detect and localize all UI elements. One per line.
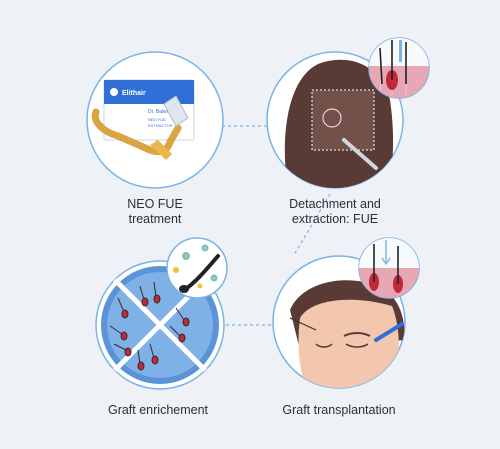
brand-logo-icon	[110, 88, 118, 96]
step4-illustration	[272, 237, 420, 389]
step2-caption-line1: Detachment and	[289, 197, 381, 211]
step1-caption-line2: treatment	[129, 212, 182, 226]
box-line3: EXTRACTOR	[148, 123, 173, 128]
extraction-tool	[342, 138, 378, 170]
step3-caption: Graft enrichement	[108, 403, 209, 417]
pointer-arrow	[289, 317, 317, 331]
step2-caption-line2: extraction: FUE	[292, 212, 378, 226]
eye-right	[345, 343, 369, 348]
step2-illustration	[266, 37, 430, 189]
box-brand: Elithair	[122, 90, 146, 97]
step1-illustration: Elithair Dr. Balwi NEO FUE EXTRACTOR	[86, 51, 224, 189]
box-line1: Dr. Balwi	[148, 109, 168, 115]
device-tube	[91, 108, 182, 156]
box-line2: NEO FUE	[148, 117, 166, 122]
step3-zoom-circle	[166, 237, 228, 299]
grafts	[109, 281, 190, 371]
device-handpiece	[163, 95, 189, 127]
step3-illustration	[95, 237, 228, 390]
punch-tool	[399, 40, 402, 62]
implanter-pen	[374, 322, 404, 342]
step4-caption: Graft transplantation	[282, 403, 395, 417]
step1-caption-line1: NEO FUE	[127, 197, 183, 211]
device-tip	[150, 140, 172, 160]
eye-left	[315, 343, 333, 348]
growth-factor-icons	[173, 244, 218, 289]
face	[298, 299, 399, 388]
